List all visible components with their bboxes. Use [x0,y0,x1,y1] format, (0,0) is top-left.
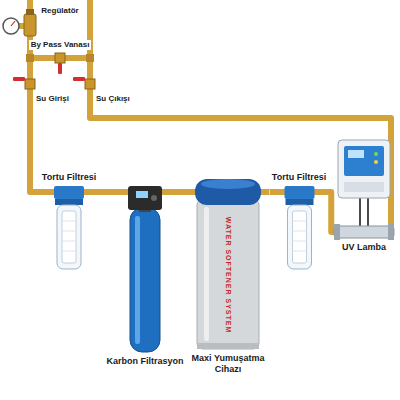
tee-fitting [86,54,94,62]
filter-bowl [57,205,81,269]
cartridge-line [62,231,76,232]
sediment-filter: Tortu Filtresi [38,172,100,276]
outlet-valve [85,79,95,89]
pipework [18,0,391,234]
filter-head [54,186,84,199]
pipe-connector [186,189,190,195]
brand-text: WATER SOFTENER SYSTEM [223,210,233,340]
uv-cable [360,198,368,226]
filter-head [284,186,314,199]
inlet-valve [25,79,35,89]
part-label: By Pass Vanası [29,40,92,50]
control-panel [344,146,384,176]
carbon-filter: Karbon Filtrasyon [104,186,186,369]
regulator-knob [26,9,34,15]
valve-handle [73,77,85,81]
uv-lamp-unit: UV Lamba [334,140,394,255]
component-label: Tortu Filtresi [38,172,100,183]
cartridge-line [292,231,306,232]
component-art [38,186,100,274]
filter-ring [55,199,83,205]
component-label: Maxi Yumuşatma Cihazı [190,353,266,375]
filter-ring [285,199,313,205]
component-label: Karbon Filtrasyon [104,356,186,367]
component-art [270,186,329,274]
tube-cap [388,224,394,240]
cartridge-line [62,221,76,222]
component-art [334,140,394,240]
part-label: Su Girişi [36,94,69,104]
softener-body [197,199,259,349]
component-label: Tortu Filtresi [270,172,329,183]
uv-tube [334,226,394,238]
component-art [104,186,186,354]
tank-highlight [135,216,140,344]
panel-light [374,160,378,164]
cartridge-line [62,251,76,252]
control-valve [128,186,162,210]
cartridge-line [292,221,306,222]
pipe-connector [329,192,335,232]
cartridge-line [292,241,306,242]
cartridge-line [292,251,306,252]
sediment-filter: Tortu Filtresi [270,172,329,276]
softener-lid [195,179,261,205]
filter-bowl [287,205,311,269]
body-highlight [204,207,209,341]
panel-strip [344,182,384,192]
panel-display [348,150,364,158]
part-label: Regülatör [41,6,78,16]
component-label: UV Lamba [334,242,394,253]
filter-cartridge [62,211,76,263]
tee-fitting [26,54,34,62]
part-label: Su Çıkışı [96,94,130,104]
lid-top [201,179,255,189]
valve-knob [151,195,157,201]
panel-light [374,152,378,156]
filter-cartridge [292,211,306,263]
pipe-connector [100,189,104,195]
water-softener: WATER SOFTENER SYSTEM Maxi Yumuşatma Ciha… [190,175,266,377]
tube-cap [334,224,340,240]
bypass-valve [55,53,65,63]
pressure-gauge [3,18,19,34]
uv-control-box [338,140,390,198]
gauge-needle [11,21,15,26]
regulator-body [24,14,36,36]
carbon-tank [130,208,160,352]
pipe-connector [266,189,270,195]
body-base [197,343,259,349]
cartridge-line [62,241,76,242]
valve-handle [13,77,25,81]
valve-display [136,191,148,198]
valve-handle [58,63,62,74]
outlet-pipe [90,0,391,234]
